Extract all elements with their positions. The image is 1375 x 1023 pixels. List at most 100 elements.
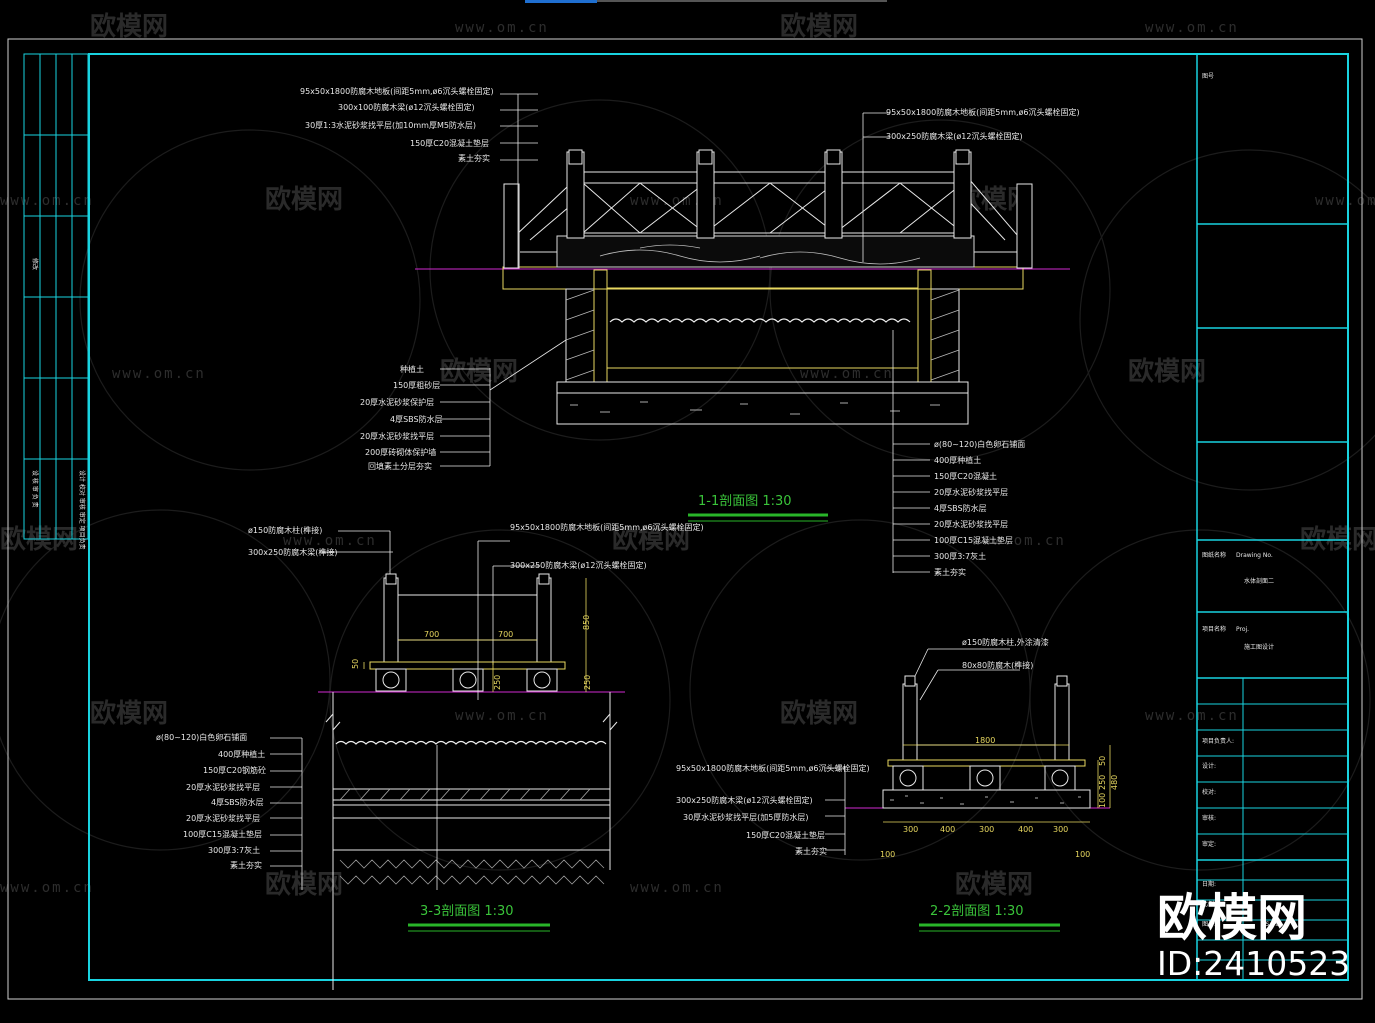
dimension-label: 400: [1018, 825, 1033, 834]
title-block-row-labels: 项目负责人: 设计: 校对: 审核: 审定: 日期: 比例: 图号:: [1202, 737, 1234, 928]
callout-label: 300厚3:7灰土: [934, 551, 986, 561]
title-block: [1196, 54, 1348, 980]
callout-label: 150厚C20混凝土: [934, 471, 997, 481]
dimension-label: 100: [1075, 850, 1090, 859]
title-row-label: 审定:: [1202, 840, 1216, 848]
watermark-url: www.om.cn: [1145, 20, 1239, 36]
dimension-label: 250: [493, 675, 502, 690]
callout-label: 300x250防腐木梁(ø12沉头螺栓固定): [676, 795, 813, 805]
watermark-cn: 欧模网: [612, 524, 690, 555]
callout-label: 素土夯实: [934, 567, 966, 577]
title-block-top-label: 图号: [1202, 73, 1214, 80]
corner-brand-logo: 欧模网: [1157, 889, 1307, 947]
title-row-label: 图号:: [1202, 921, 1216, 928]
section-2-2-callouts-left: 95x50x1800防腐木地板(间距5mm,ø6沉头螺栓固定) 300x250防…: [676, 763, 870, 856]
callout-label: ø150防腐木柱(榫接): [248, 525, 322, 535]
watermark-url: www.om.cn: [0, 193, 94, 209]
section-1-1-callouts-left: 种植土 150厚粗砂层 20厚水泥砂浆保护层 4厚SBS防水层 20厚水泥砂浆找…: [360, 364, 443, 471]
watermark-cn: 欧模网: [780, 698, 858, 729]
callout-label: 回填素土分层夯实: [368, 461, 432, 471]
strip-label-roles: 设计 校对 审核 审定 项目负责: [78, 470, 86, 550]
title-block-project-name: 施工图设计: [1244, 643, 1274, 651]
dimension-label: 50: [351, 659, 360, 669]
callout-label: 300x100防腐木梁(ø12沉头螺栓固定): [338, 102, 475, 112]
callout-label: 素土夯实: [458, 153, 490, 163]
watermark-url: www.om.cn: [800, 366, 894, 382]
callout-label: 4厚SBS防水层: [934, 503, 987, 513]
watermark-url: www.om.cn: [630, 880, 724, 896]
callout-label: 150厚C20混凝土垫层: [746, 830, 825, 840]
section-1-1-callouts-right: ø(80~120)白色卵石铺面 400厚种植土 150厚C20混凝土 20厚水泥…: [934, 439, 1025, 577]
callout-label: 20厚水泥砂浆找平层: [186, 813, 260, 823]
dimension-label: 300: [979, 825, 994, 834]
watermark-url: www.om.cn: [1145, 708, 1239, 724]
callout-label: 20厚水泥砂浆找平层: [186, 782, 260, 792]
dimension-label: 400: [940, 825, 955, 834]
section-3-3-title: 3-3剖面图 1:30: [420, 904, 514, 919]
callout-label: 素土夯实: [230, 860, 262, 870]
callout-label: 95x50x1800防腐木地板(间距5mm,ø6沉头螺栓固定): [676, 763, 870, 773]
watermark-cn: 欧模网: [90, 11, 168, 42]
dimension-label: 700: [498, 630, 513, 639]
callout-label: 95x50x1800防腐木地板(间距5mm,ø6沉头螺栓固定): [886, 107, 1080, 117]
callout-label: 20厚水泥砂浆保护层: [360, 397, 434, 407]
watermark-url: www.om.cn: [455, 20, 549, 36]
dimension-label: 100: [880, 850, 895, 859]
watermark-cn: 欧模网: [265, 184, 343, 215]
top-tab-indicator: [525, 0, 597, 3]
section-1-1-callouts-top-left: 95x50x1800防腐木地板(间距5mm,ø6沉头螺栓固定) 300x100防…: [300, 86, 494, 163]
callout-label: 100厚C15混凝土垫层: [183, 829, 262, 839]
watermark-url: www.om.cn: [283, 533, 377, 549]
dimension-label: 480: [1110, 775, 1119, 790]
title-block-project-label: 项目名称: [1202, 625, 1226, 633]
watermark-cn: 欧模网: [265, 869, 343, 900]
section-1-1-callouts-top-right: 95x50x1800防腐木地板(间距5mm,ø6沉头螺栓固定) 300x250防…: [886, 107, 1080, 141]
callout-label: 种植土: [400, 364, 424, 374]
section-2-2-callouts-top: ø150防腐木柱,外涂清漆 80x80防腐木(榫接): [962, 637, 1049, 670]
dimension-label: 700: [424, 630, 439, 639]
dimension-label: 300: [903, 825, 918, 834]
title-row-label: 比例:: [1202, 900, 1216, 908]
inner-drawing-frame: [88, 53, 1349, 981]
title-row-label: 项目负责人:: [1202, 737, 1234, 745]
callout-label: 4厚SBS防水层: [211, 797, 264, 807]
callout-label: 95x50x1800防腐木地板(间距5mm,ø6沉头螺栓固定): [510, 522, 704, 532]
outer-sheet-border: [7, 38, 1363, 1000]
dimension-label: 100: [1098, 793, 1107, 808]
left-revision-strip: [23, 53, 89, 540]
corner-brand-id: ID:2410523: [1157, 944, 1350, 983]
section-2-2-dimensions: 1800 300 400 300 400 300 50 250 100 480 …: [880, 736, 1119, 859]
callout-label: 30厚1:3水泥砂浆找平层(加10mm厚M5防水层): [305, 120, 476, 130]
watermark-url: www.om.cn: [1315, 193, 1375, 209]
title-block-drawing-name-label: 图纸名称: [1202, 551, 1226, 559]
callout-label: 300x250防腐木梁(ø12沉头螺栓固定): [510, 560, 647, 570]
section-3-3-dimensions: 700 700 850 50 250 250: [351, 615, 592, 690]
title-row-label: 设计:: [1202, 762, 1216, 770]
watermark-cn: 欧模网: [955, 869, 1033, 900]
section-2-2-title: 2-2剖面图 1:30: [930, 904, 1024, 919]
callout-label: 素土夯实: [795, 846, 827, 856]
callout-label: 300厚3:7灰土: [208, 845, 260, 855]
callout-label: 150厚C20钢筋砼: [203, 765, 266, 775]
callout-label: ø150防腐木柱,外涂清漆: [962, 637, 1049, 647]
dimension-label: 300: [1053, 825, 1068, 834]
callout-label: 4厚SBS防水层: [390, 414, 443, 424]
title-block-drawing-no: LS-09: [1262, 921, 1279, 928]
callout-label: 150厚C20混凝土垫层: [410, 138, 489, 148]
callout-label: 200厚砖砌体保护墙: [365, 447, 436, 457]
title-block-rows: [1197, 678, 1348, 980]
watermark-cn: 欧模网: [90, 698, 168, 729]
watermark-url: www.om.cn: [972, 533, 1066, 549]
section-3-3-callouts-top: ø150防腐木柱(榫接) 300x250防腐木梁(榫接) 95x50x1800防…: [248, 522, 704, 570]
watermark-cn: 欧模网: [1128, 356, 1206, 387]
strip-label-revision: 修改: [31, 258, 39, 270]
callout-label: 20厚水泥砂浆找平层: [934, 487, 1008, 497]
dimension-label: 850: [582, 615, 591, 630]
callout-label: ø(80~120)白色卵石铺面: [934, 439, 1025, 449]
watermark-cn: 欧模网: [780, 11, 858, 42]
dimension-label: 250: [1098, 775, 1107, 790]
callout-label: 100厚C15混凝土垫层: [934, 535, 1013, 545]
title-row-label: 校对:: [1202, 788, 1216, 796]
callout-label: 400厚种植土: [934, 455, 981, 465]
